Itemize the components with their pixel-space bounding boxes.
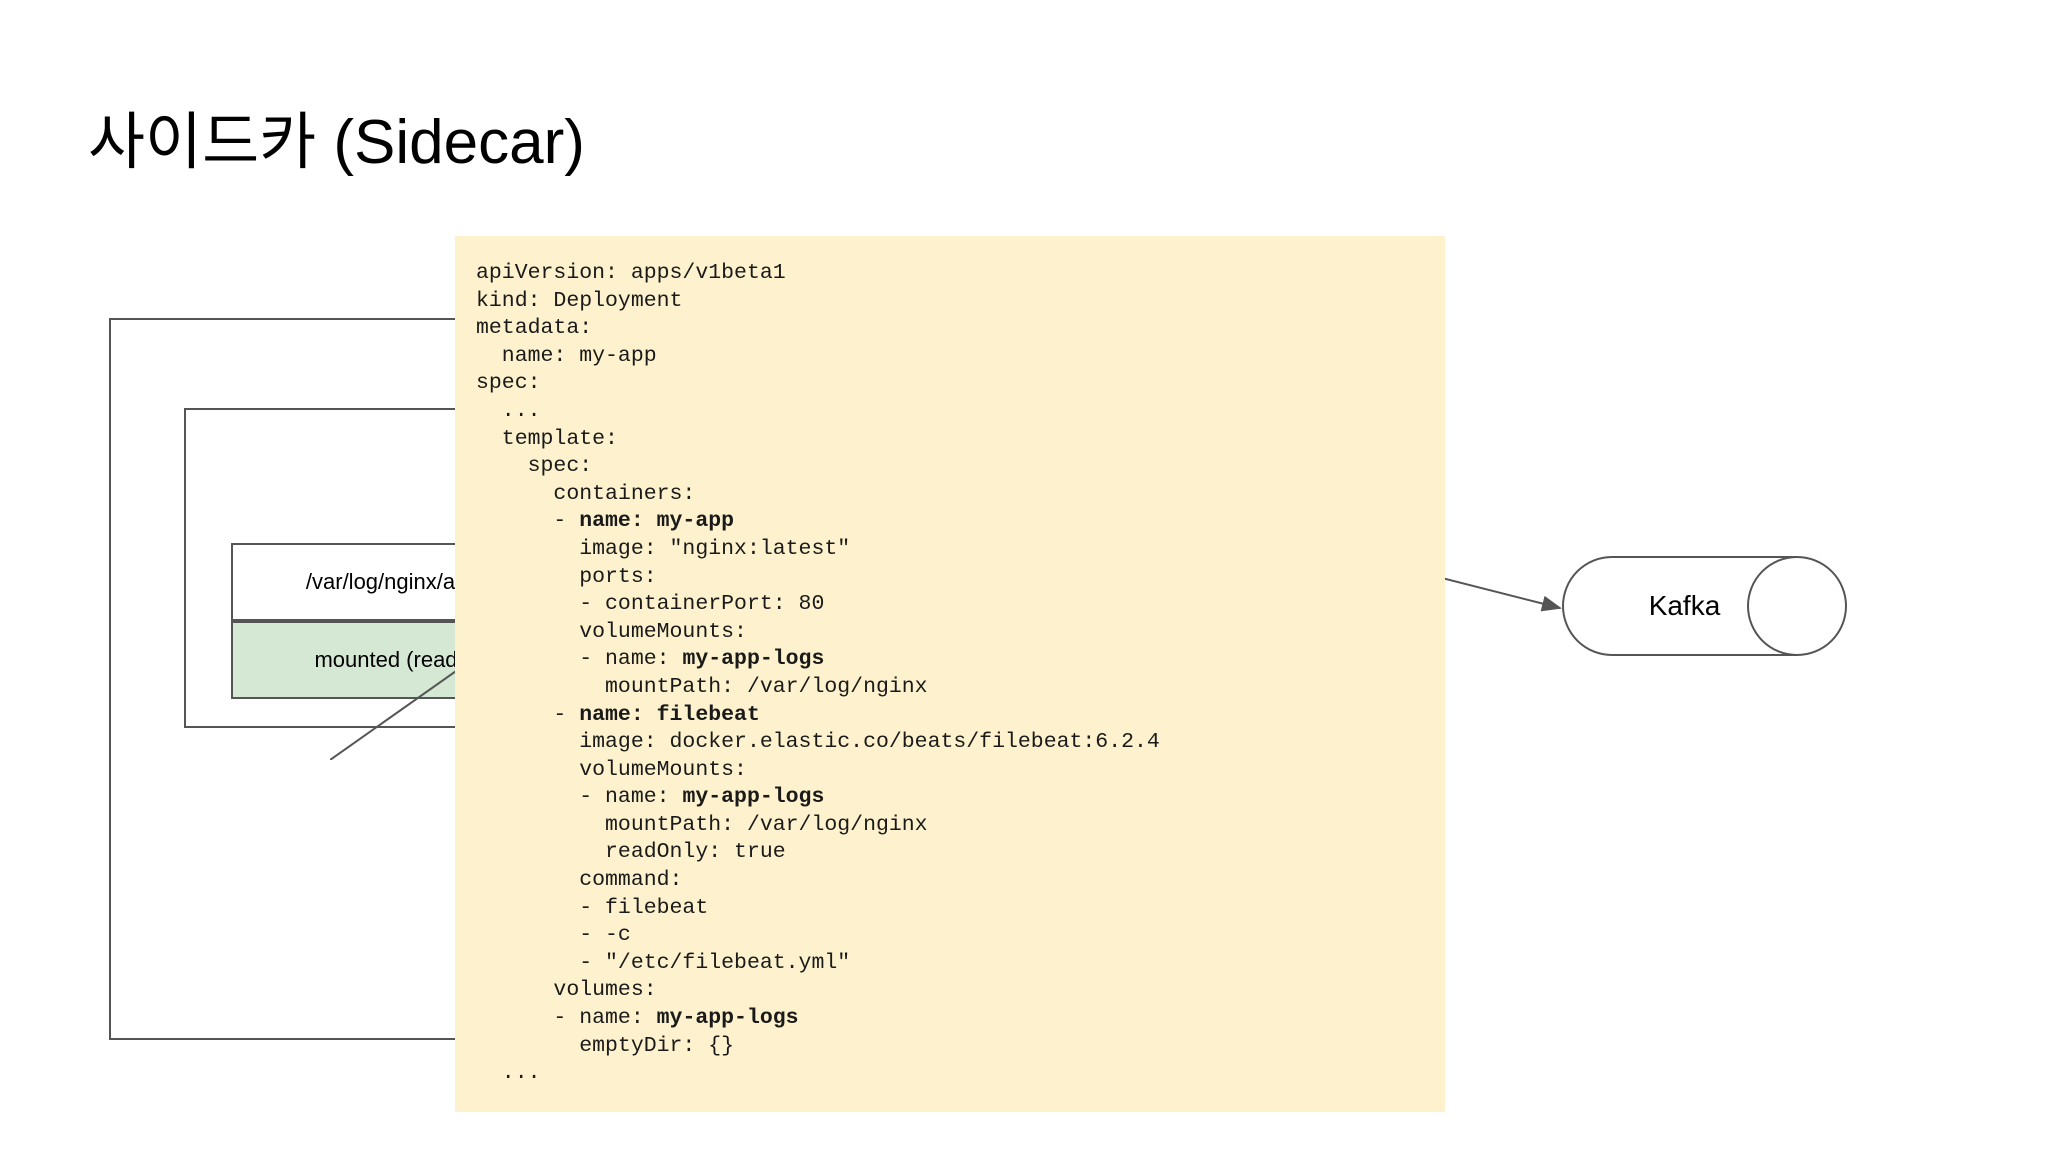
yaml-code-text: apiVersion: apps/v1beta1 kind: Deploymen… — [476, 261, 1160, 1086]
log-path-label: /var/log/nginx/ac — [305, 569, 467, 594]
yaml-code-panel: apiVersion: apps/v1beta1 kind: Deploymen… — [455, 236, 1445, 1112]
page-title: 사이드카 (Sidecar) — [88, 108, 585, 177]
mounted-volume-label: mounted (read — [314, 647, 458, 672]
kafka-cylinder-shape — [1562, 556, 1847, 656]
arrow-to-kafka-icon — [1430, 574, 1562, 612]
